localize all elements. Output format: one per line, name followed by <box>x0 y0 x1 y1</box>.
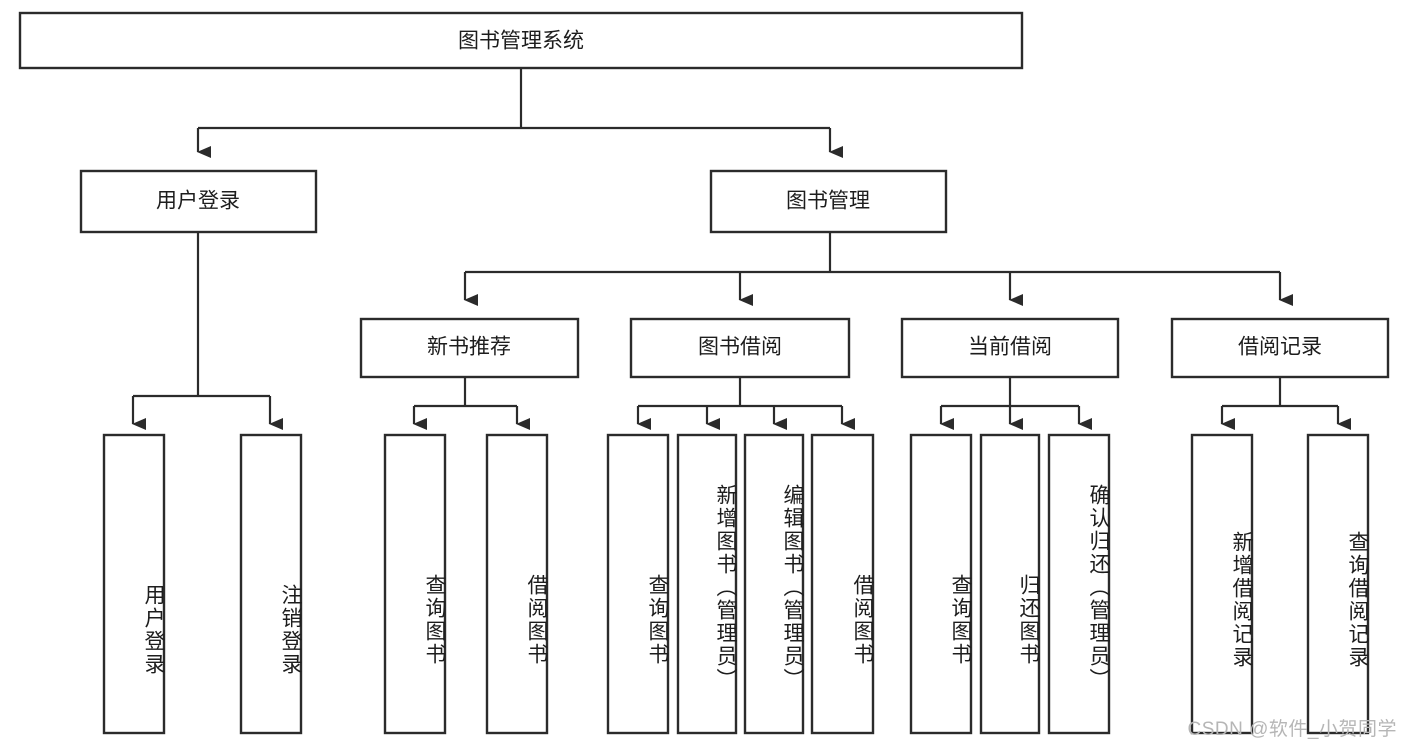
leaf-query-book-3-rect[interactable] <box>909 433 973 735</box>
leaf-layer <box>102 433 1370 735</box>
leaf-add-record-rect[interactable] <box>1190 433 1254 735</box>
leaf-edit-book-rect[interactable] <box>743 433 805 735</box>
leaf-query-record-rect[interactable] <box>1306 433 1370 735</box>
leaf-query-book-2-rect[interactable] <box>606 433 670 735</box>
node-borrow-record[interactable]: 借阅记录 <box>1170 317 1390 379</box>
leaf-borrow-book-2-rect[interactable] <box>810 433 875 735</box>
leaf-logout-login-rect[interactable] <box>239 433 303 735</box>
leaf-add-book-rect[interactable] <box>676 433 738 735</box>
node-book-borrow-label: 图书借阅 <box>698 336 782 359</box>
node-user-login-label: 用户登录 <box>156 190 240 213</box>
node-borrow-record-rect[interactable] <box>1170 317 1390 379</box>
node-current-borrow[interactable]: 当前借阅 <box>900 317 1120 379</box>
connector-layer <box>131 68 1351 430</box>
csdn-watermark: CSDN @软件_小贺同学 <box>1187 719 1397 740</box>
node-book-borrow[interactable]: 图书借阅 <box>629 317 851 379</box>
node-book-manage-rect[interactable] <box>709 169 948 234</box>
node-borrow-record-label: 借阅记录 <box>1238 336 1322 359</box>
node-root[interactable]: 图书管理系统 <box>18 11 1024 70</box>
node-new-book-recommend[interactable]: 新书推荐 <box>359 317 580 379</box>
node-current-borrow-label: 当前借阅 <box>968 336 1052 359</box>
node-user-login-rect[interactable] <box>79 169 318 234</box>
node-user-login[interactable]: 用户登录 <box>79 169 318 234</box>
node-new-book-recommend-label: 新书推荐 <box>427 336 511 359</box>
node-book-manage[interactable]: 图书管理 <box>709 169 948 234</box>
leaf-borrow-book-1-rect[interactable] <box>485 433 549 735</box>
node-root-rect[interactable] <box>18 11 1024 70</box>
node-layer: 图书管理系统 用户登录 图书管理 新书推荐 图书借阅 当前 <box>18 11 1390 735</box>
node-book-manage-label: 图书管理 <box>786 190 870 213</box>
node-root-label: 图书管理系统 <box>458 30 584 53</box>
leaf-confirm-return-rect[interactable] <box>1047 433 1111 735</box>
node-current-borrow-rect[interactable] <box>900 317 1120 379</box>
leaf-query-book-1-rect[interactable] <box>383 433 447 735</box>
node-new-book-recommend-rect[interactable] <box>359 317 580 379</box>
leaf-user-login-rect[interactable] <box>102 433 166 735</box>
leaf-return-book-rect[interactable] <box>979 433 1041 735</box>
node-book-borrow-rect[interactable] <box>629 317 851 379</box>
